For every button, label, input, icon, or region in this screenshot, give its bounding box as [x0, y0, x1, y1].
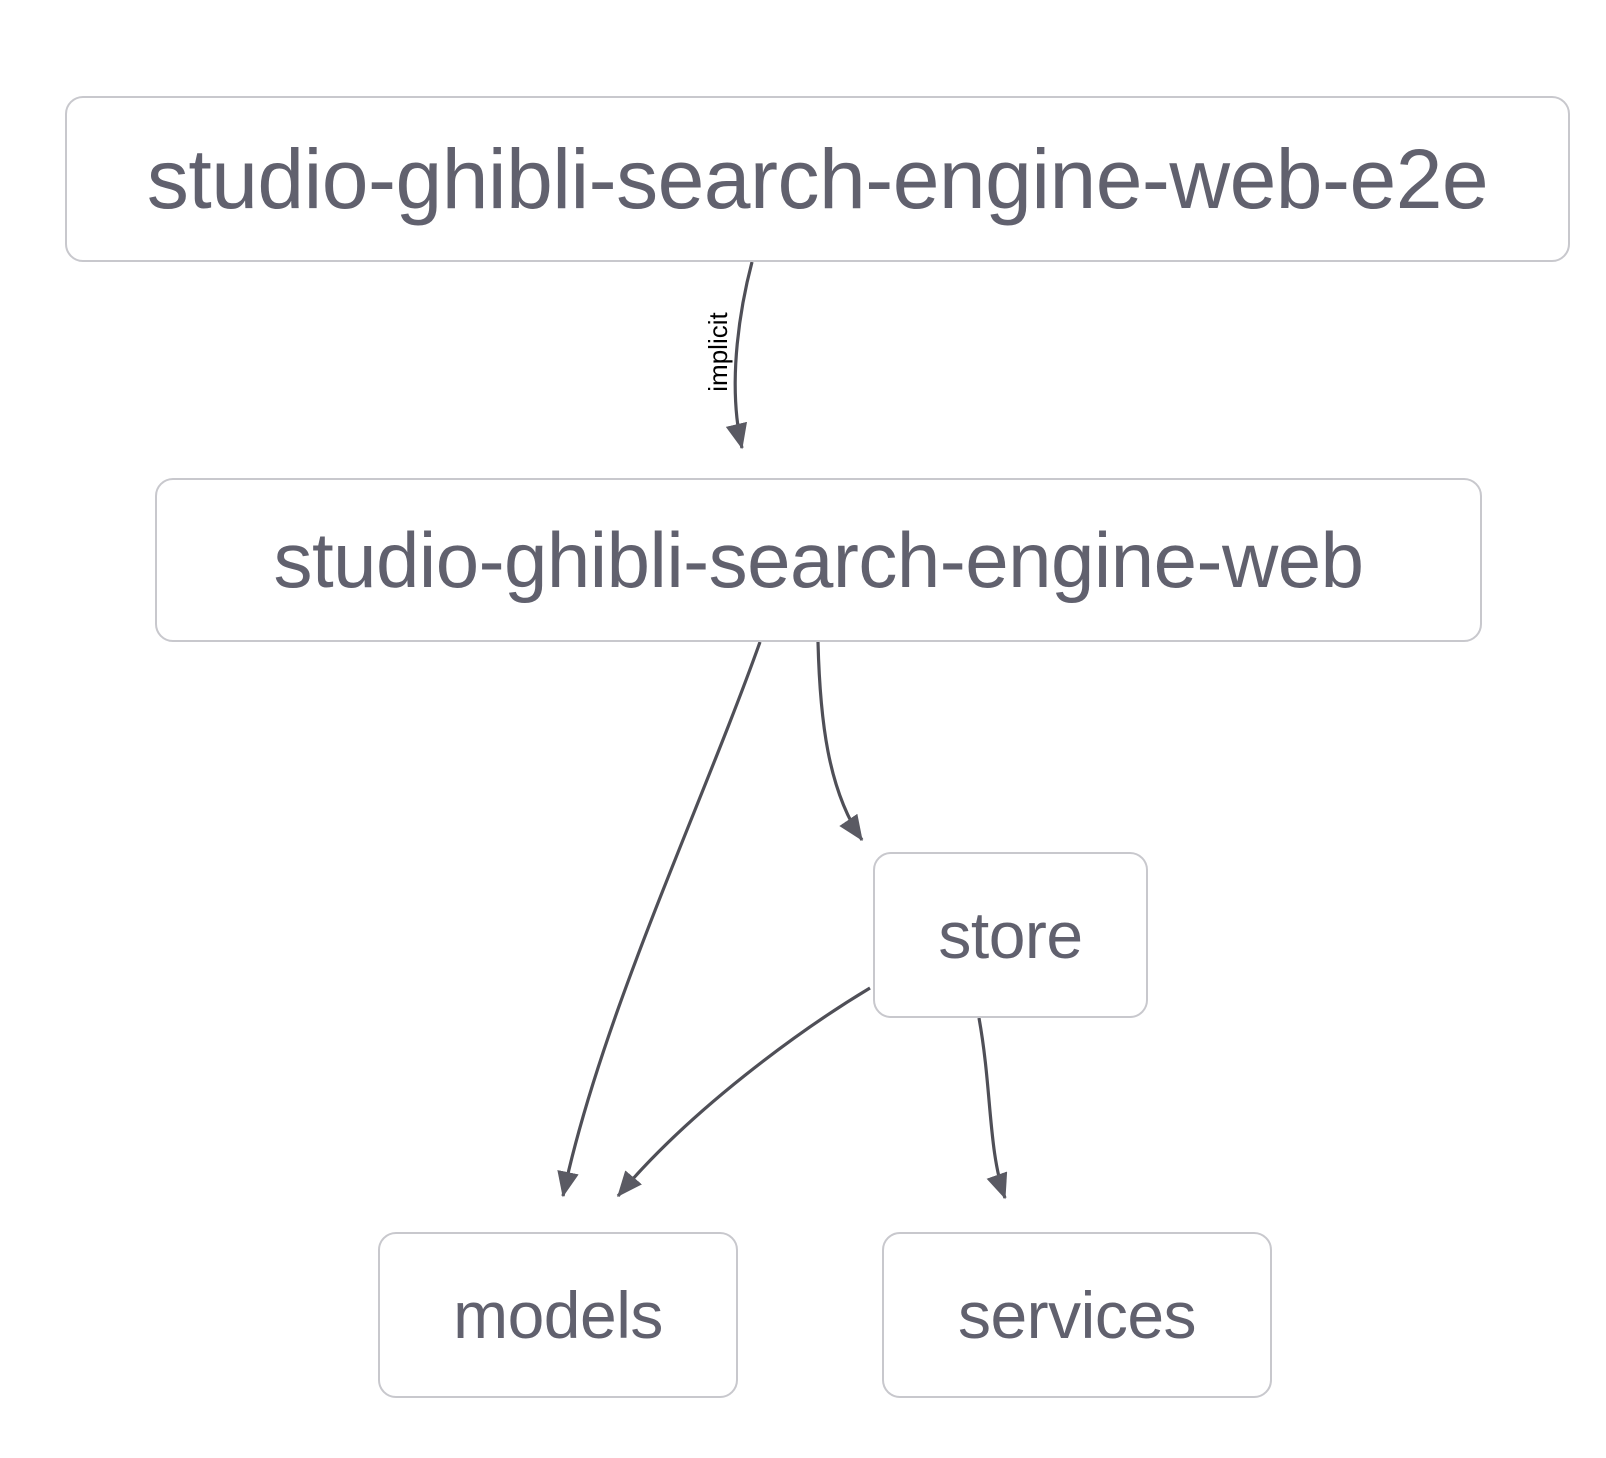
node-label: studio-ghibli-search-engine-web-e2e: [146, 132, 1489, 226]
edge-label-implicit: implicit: [703, 312, 733, 392]
edge-store-to-services: [977, 1017, 1008, 1200]
node-label: studio-ghibli-search-engine-web: [273, 516, 1364, 604]
node-models[interactable]: models: [378, 1232, 738, 1398]
edge-web-to-models: [557, 641, 762, 1198]
node-studio-ghibli-search-engine-web-e2e[interactable]: studio-ghibli-search-engine-web-e2e: [65, 96, 1570, 262]
node-services[interactable]: services: [882, 1232, 1272, 1398]
edge-paths: [557, 261, 1008, 1200]
node-store[interactable]: store: [873, 852, 1148, 1018]
node-label: models: [453, 1278, 663, 1352]
node-studio-ghibli-search-engine-web[interactable]: studio-ghibli-search-engine-web: [155, 478, 1482, 642]
node-label: services: [957, 1278, 1197, 1352]
node-label: store: [938, 898, 1083, 972]
edge-store-to-models: [616, 986, 871, 1198]
edge-web-to-store: [816, 641, 864, 842]
edge-e2e-to-web: [725, 261, 754, 450]
